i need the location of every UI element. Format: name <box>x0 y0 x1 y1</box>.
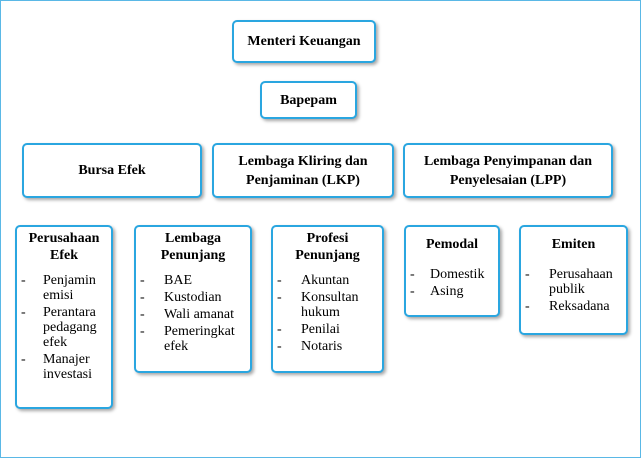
bursa-efek-box: Bursa Efek <box>22 143 202 198</box>
minister-box: Menteri Keuangan <box>232 20 376 63</box>
profesi-penunjang-card: Profesi Penunjang - Akuntan - Konsultan … <box>271 225 384 373</box>
lpp-box: Lembaga Penyimpanan dan Penyelesaian (LP… <box>403 143 613 198</box>
bullet-dash: - <box>21 305 26 320</box>
lkp-label-line2: Penjaminan (LKP) <box>246 172 360 188</box>
profesi-penunjang-title-line2: Penunjang <box>295 248 360 263</box>
list-item-text: Perantara <box>43 305 96 320</box>
perusahaan-efek-list: - Penjamin emisi - Perantara pedagang ef… <box>21 273 107 382</box>
list-item-text: Notaris <box>301 339 343 354</box>
profesi-penunjang-list: - Akuntan - Konsultan hukum - Penilai - … <box>277 273 378 354</box>
lembaga-penunjang-card: Lembaga Penunjang - BAE - Kustodian - Wa… <box>134 225 252 373</box>
list-item: - Kustodian <box>140 290 246 305</box>
list-item-text: Asing <box>430 284 464 299</box>
perusahaan-efek-title-line1: Perusahaan <box>28 231 100 246</box>
list-item-text: Pemeringkat <box>164 324 235 339</box>
perusahaan-efek-title: Perusahaan Efek <box>21 230 107 264</box>
bullet-dash: - <box>277 290 282 305</box>
list-item: - Asing <box>410 284 494 299</box>
list-item-text: Konsultan <box>301 290 359 305</box>
lembaga-penunjang-list: - BAE - Kustodian - Wali amanat - Pemeri… <box>140 273 246 354</box>
list-item-text: efek <box>164 339 189 354</box>
bullet-dash: - <box>410 284 415 299</box>
pemodal-title: Pemodal <box>410 236 494 253</box>
bullet-dash: - <box>140 273 145 288</box>
bullet-dash: - <box>277 322 282 337</box>
lembaga-penunjang-title: Lembaga Penunjang <box>140 230 246 264</box>
list-item: - Akuntan <box>277 273 378 288</box>
emiten-card: Emiten - Perusahaan publik - Reksadana <box>519 225 628 335</box>
list-item-text: publik <box>549 282 585 297</box>
list-item-text: pedagang <box>43 320 97 335</box>
list-item-text: emisi <box>43 288 74 303</box>
list-item: - Perusahaan publik <box>525 267 622 297</box>
bullet-dash: - <box>525 299 530 314</box>
minister-label: Menteri Keuangan <box>247 34 361 49</box>
list-item-text: Penjamin <box>43 273 96 288</box>
list-item: - Perantara pedagang efek <box>21 305 107 350</box>
perusahaan-efek-card: Perusahaan Efek - Penjamin emisi - Peran… <box>15 225 113 409</box>
list-item: - Konsultan hukum <box>277 290 378 320</box>
bursa-efek-label: Bursa Efek <box>78 163 146 178</box>
perusahaan-efek-title-line2: Efek <box>50 248 78 263</box>
bullet-dash: - <box>277 339 282 354</box>
list-item: - Reksadana <box>525 299 622 314</box>
bullet-dash: - <box>277 273 282 288</box>
lkp-box: Lembaga Kliring dan Penjaminan (LKP) <box>212 143 394 198</box>
emiten-list: - Perusahaan publik - Reksadana <box>525 267 622 314</box>
list-item-text: hukum <box>301 305 340 320</box>
list-item-text: Reksadana <box>549 299 610 314</box>
list-item-text: Akuntan <box>301 273 350 288</box>
bapepam-label: Bapepam <box>280 92 337 108</box>
lpp-label-line1: Lembaga Penyimpanan dan <box>423 153 593 169</box>
pemodal-list: - Domestik - Asing <box>410 267 494 299</box>
lembaga-penunjang-title-line2: Penunjang <box>160 248 226 263</box>
list-item: - BAE <box>140 273 246 288</box>
list-item-text: Manajer <box>43 352 90 367</box>
bullet-dash: - <box>525 267 530 282</box>
profesi-penunjang-title-line1: Profesi <box>306 231 349 246</box>
list-item-text: Perusahaan <box>549 267 613 282</box>
list-item-text: BAE <box>164 273 192 288</box>
bullet-dash: - <box>410 267 415 282</box>
list-item: - Manajer investasi <box>21 352 107 382</box>
list-item-text: Wali amanat <box>164 307 235 322</box>
pemodal-title-line1: Pemodal <box>425 237 479 252</box>
list-item-text: investasi <box>43 367 92 382</box>
emiten-title: Emiten <box>525 236 622 253</box>
pemodal-card: Pemodal - Domestik - Asing <box>404 225 500 317</box>
list-item-text: Penilai <box>301 322 340 337</box>
profesi-penunjang-title: Profesi Penunjang <box>277 230 378 264</box>
lembaga-penunjang-title-line1: Lembaga <box>165 231 221 246</box>
emiten-title-line1: Emiten <box>551 237 596 252</box>
bullet-dash: - <box>140 290 145 305</box>
bullet-dash: - <box>140 324 145 339</box>
bullet-dash: - <box>21 352 26 367</box>
lkp-label-line1: Lembaga Kliring dan <box>238 153 368 169</box>
bapepam-box: Bapepam <box>260 81 357 119</box>
list-item-text: Domestik <box>430 267 485 282</box>
list-item: - Pemeringkat efek <box>140 324 246 354</box>
lpp-label-line2: Penyelesaian (LPP) <box>449 172 567 188</box>
list-item-text: Kustodian <box>164 290 222 305</box>
list-item: - Penjamin emisi <box>21 273 107 303</box>
list-item: - Notaris <box>277 339 378 354</box>
bullet-dash: - <box>140 307 145 322</box>
bullet-dash: - <box>21 273 26 288</box>
list-item-text: efek <box>43 335 68 350</box>
list-item: - Wali amanat <box>140 307 246 322</box>
list-item: - Domestik <box>410 267 494 282</box>
list-item: - Penilai <box>277 322 378 337</box>
